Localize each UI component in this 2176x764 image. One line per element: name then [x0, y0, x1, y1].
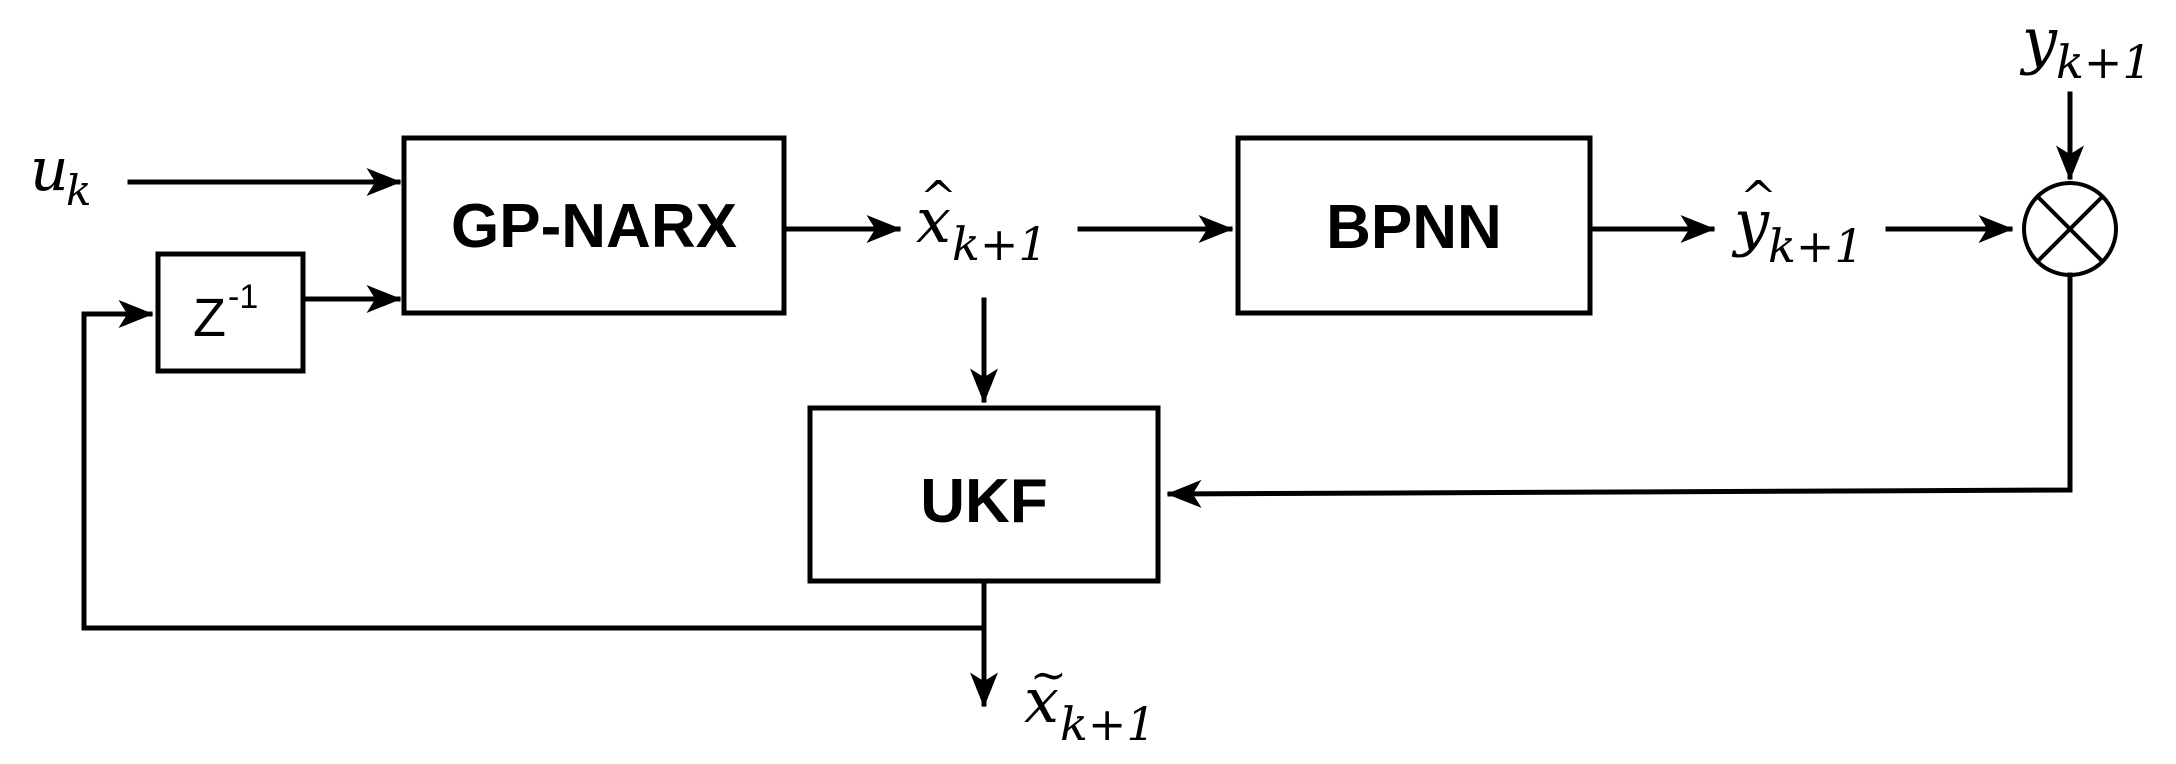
signal-y-hat: y ^ k+1: [1731, 172, 1864, 273]
svg-text:y: y: [2019, 4, 2058, 77]
svg-text:u: u: [30, 135, 69, 205]
signal-u-k: u k: [30, 135, 91, 215]
svg-text:x: x: [916, 184, 951, 257]
svg-text:k+1: k+1: [1768, 219, 1864, 273]
svg-text:^: ^: [1740, 172, 1777, 223]
circle-cross-icon: [2022, 181, 2118, 277]
svg-text:x: x: [1024, 664, 1059, 737]
signal-y-measured: y k+1: [2019, 4, 2152, 89]
svg-text:k: k: [66, 166, 91, 215]
svg-text:k+1: k+1: [2056, 35, 2152, 89]
ukf-label: UKF: [920, 467, 1047, 536]
svg-text:k+1: k+1: [1060, 697, 1156, 751]
gp-narx-label: GP-NARX: [451, 192, 737, 261]
delay-exponent: -1: [228, 278, 258, 316]
delay-block: Z -1: [155, 251, 306, 374]
bpnn-label: BPNN: [1326, 193, 1502, 262]
delay-label: Z: [193, 288, 226, 348]
bpnn-block: BPNN: [1235, 135, 1593, 316]
wire-comparator-to-ukf: [1166, 272, 2073, 508]
ukf-block: UKF: [807, 405, 1161, 584]
wire-ukf-feedback-to-delay: [81, 300, 987, 631]
gp-narx-block: GP-NARX: [401, 135, 787, 316]
svg-text:^: ^: [920, 172, 957, 223]
svg-text:k+1: k+1: [952, 217, 1048, 271]
signal-x-tilde: x ~ k+1: [1024, 650, 1156, 751]
svg-text:~: ~: [1030, 650, 1067, 701]
signal-x-hat: x ^ k+1: [916, 172, 1048, 271]
svg-text:y: y: [1731, 186, 1770, 259]
